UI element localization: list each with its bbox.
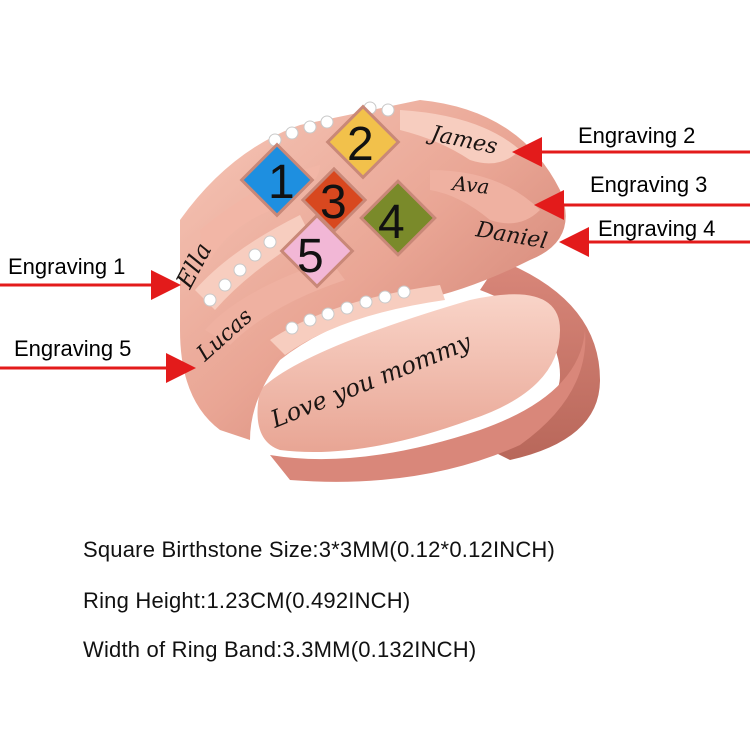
stone-1: [239, 142, 315, 218]
stone-number-3: 3: [320, 176, 347, 229]
stone-number-2: 2: [347, 118, 374, 171]
stone-number-1: 1: [268, 156, 295, 209]
stone-numbers: 1 2 3 4 5: [268, 118, 405, 283]
stone-2: [325, 104, 401, 180]
stone-5: [279, 213, 355, 289]
stone-4: [359, 179, 437, 257]
spec-ring-height: Ring Height:1.23CM(0.492INCH): [83, 588, 411, 613]
label-engraving-1: Engraving 1: [8, 254, 126, 279]
spec-stone-size: Square Birthstone Size:3*3MM(0.12*0.12IN…: [83, 537, 556, 562]
ring-back-band: [470, 260, 600, 460]
label-engraving-2: Engraving 2: [578, 123, 696, 148]
stone-number-5: 5: [297, 230, 324, 283]
label-engraving-5: Engraving 5: [14, 336, 132, 361]
callout-arrows: [0, 137, 750, 383]
stone-number-4: 4: [378, 196, 405, 249]
engraving-ava: Ava: [449, 171, 490, 199]
label-engraving-3: Engraving 3: [590, 172, 708, 197]
ring-inner-band: [257, 294, 560, 452]
label-engraving-4: Engraving 4: [598, 216, 716, 241]
spec-band-width: Width of Ring Band:3.3MM(0.132INCH): [83, 637, 477, 662]
birthstones: [239, 104, 437, 289]
